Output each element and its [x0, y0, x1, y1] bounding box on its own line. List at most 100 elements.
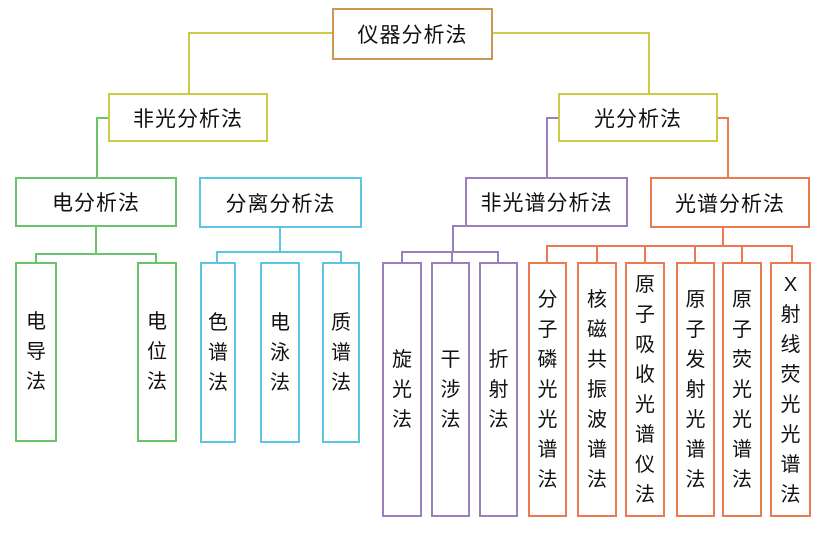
connector-segment [452, 225, 466, 227]
leaf-label-char: 光 [635, 393, 655, 416]
leaf-label-char: 法 [331, 371, 351, 394]
node-label: 非光分析法 [133, 107, 243, 131]
leaf-label-char: 振 [587, 378, 607, 401]
node-spectroscopic-analysis: 光谱分析法 [650, 177, 810, 228]
connector-segment [644, 245, 646, 263]
connector-segment [96, 117, 110, 119]
leaf-node-non_spectro-2: 折射法 [479, 262, 518, 517]
leaf-label-char: 磁 [587, 318, 607, 341]
connector-segment [96, 117, 98, 177]
leaf-label-char: 射 [685, 378, 706, 401]
connector-segment [596, 245, 598, 263]
leaf-label-char: 原 [732, 288, 752, 311]
leaf-label-char: 线 [780, 333, 801, 356]
connector-segment [216, 251, 342, 253]
leaf-label-char: 发 [685, 348, 706, 371]
node-instrumental-analysis: 仪器分析法 [332, 8, 493, 60]
leaf-label-char: 色 [208, 311, 228, 334]
connector-segment [340, 251, 342, 263]
connector-segment [497, 251, 499, 263]
leaf-label-char: 旋 [392, 348, 412, 371]
leaf-label-char: 谱 [208, 341, 228, 364]
leaf-label-char: 法 [440, 408, 461, 431]
leaf-node-spectro-1: 核磁共振波谱法 [577, 262, 617, 517]
leaf-label-char: 荧 [732, 348, 752, 371]
leaf-label-char: 谱 [685, 438, 706, 461]
leaf-label-char: 法 [208, 371, 228, 394]
leaf-label-char: 光 [537, 378, 558, 401]
leaf-label-char: 折 [488, 348, 509, 371]
leaf-label-char: 泳 [270, 341, 290, 364]
leaf-label-char: 谱 [780, 453, 801, 476]
node-label: 非光谱分析法 [480, 192, 613, 215]
leaf-label-char: 导 [26, 341, 46, 363]
connector-segment [188, 32, 190, 93]
connector-segment [216, 251, 218, 263]
connector-segment [546, 117, 560, 119]
leaf-label-char: 射 [488, 378, 509, 401]
leaf-label-char: 法 [488, 408, 509, 431]
connector-segment [95, 227, 97, 255]
node-label: 分离分析法 [225, 192, 336, 216]
leaf-label-char: 光 [732, 378, 752, 401]
leaf-node-separation-0: 色谱法 [200, 262, 236, 443]
leaf-label-char: 电 [270, 311, 290, 334]
connector-segment [35, 253, 37, 263]
leaf-label-char: 法 [732, 468, 752, 491]
leaf-label-char: 谱 [537, 438, 558, 461]
leaf-label-char: 光 [732, 408, 752, 431]
leaf-label-char: 射 [780, 303, 801, 326]
leaf-label-char: 子 [685, 318, 706, 341]
leaf-label-char: 分 [537, 288, 558, 311]
connector-segment [722, 228, 724, 246]
leaf-label-char: 共 [587, 348, 607, 371]
leaf-label-char: 光 [780, 393, 801, 416]
connector-segment [791, 245, 793, 263]
node-non-optical-analysis: 非光分析法 [108, 93, 268, 142]
connector-segment [188, 32, 334, 34]
node-label: 仪器分析法 [357, 24, 468, 47]
leaf-label-char: 子 [537, 318, 558, 341]
leaf-label-char: 法 [26, 371, 46, 393]
leaf-label-char: 吸 [635, 333, 655, 356]
leaf-label-char: 原 [685, 288, 706, 311]
leaf-node-spectro-0: 分子磷光光谱法 [528, 262, 567, 517]
leaf-label-char: 核 [587, 288, 607, 311]
node-label: 光谱分析法 [675, 192, 785, 216]
connector-segment [727, 117, 729, 177]
leaf-label-char: X [783, 273, 798, 296]
leaf-label-char: 荧 [780, 363, 801, 386]
leaf-node-spectro-3: 原子发射光谱法 [676, 262, 715, 517]
leaf-label-char: 质 [331, 311, 351, 334]
leaf-node-spectro-4: 原子荧光光谱法 [722, 262, 762, 517]
connector-segment [716, 117, 729, 119]
node-separation-analysis: 分离分析法 [199, 177, 362, 228]
leaf-label-char: 法 [587, 468, 607, 491]
leaf-node-non_spectro-0: 旋光法 [382, 262, 422, 517]
leaf-label-char: 法 [780, 483, 801, 506]
leaf-label-char: 电 [147, 311, 167, 333]
connector-segment [401, 251, 403, 263]
leaf-label-char: 法 [392, 408, 412, 431]
leaf-label-char: 谱 [331, 341, 351, 364]
leaf-node-electro-0: 电导法 [15, 262, 57, 442]
node-non-spectroscopic-analysis: 非光谱分析法 [465, 177, 628, 227]
leaf-label-char: 谱 [732, 438, 752, 461]
leaf-label-char: 法 [270, 371, 290, 394]
leaf-label-char: 谱 [587, 438, 607, 461]
leaf-label-char: 涉 [440, 378, 461, 401]
leaf-node-non_spectro-1: 干涉法 [431, 262, 470, 517]
leaf-label-char: 法 [537, 468, 558, 491]
leaf-node-separation-1: 电泳法 [260, 262, 300, 443]
node-label: 电分析法 [52, 192, 140, 215]
connector-segment [401, 251, 499, 253]
node-label: 光分析法 [594, 107, 682, 131]
node-electro-analysis: 电分析法 [15, 177, 177, 227]
leaf-label-char: 法 [147, 371, 167, 393]
connector-segment [35, 253, 157, 255]
leaf-label-char: 原 [635, 273, 655, 296]
leaf-label-char: 仪 [635, 453, 655, 476]
leaf-label-char: 位 [147, 341, 167, 363]
